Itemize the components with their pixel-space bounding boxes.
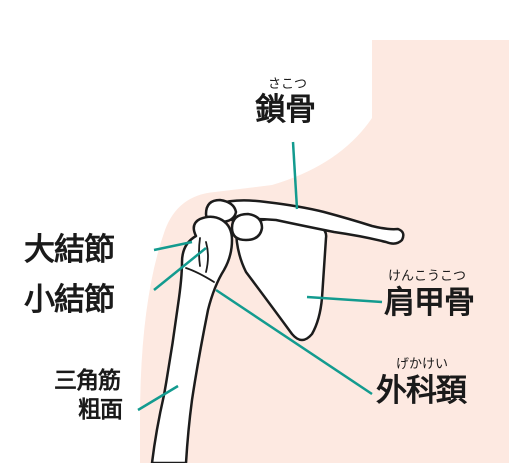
- deltoid-tuberosity-label-line1: 三角筋: [54, 368, 121, 394]
- lesser-tubercle-leader: [153, 247, 207, 291]
- greater-tubercle-leader: [153, 240, 193, 252]
- lesser-tubercle-label: 小結節: [24, 282, 115, 318]
- deltoid-tuberosity-label-line2: 粗面: [78, 397, 123, 423]
- clavicle-ruby: さこつ: [268, 77, 308, 92]
- humerus-head-detail: [198, 237, 209, 273]
- clavicle-leader: [291, 141, 299, 210]
- humerus-neck-line: [185, 267, 215, 283]
- scapula-label: 肩甲骨: [384, 285, 475, 321]
- clavicle-label: 鎖骨: [255, 92, 316, 128]
- surgical-neck-label: 外科頚: [376, 373, 467, 409]
- greater-tubercle-label: 大結節: [24, 232, 115, 268]
- deltoid-tuberosity-leader: [137, 384, 179, 412]
- clavicle-bone: [216, 199, 405, 245]
- scapula-leader: [306, 295, 383, 304]
- surgical-neck-leader: [215, 288, 373, 396]
- humerus-bone: [150, 215, 234, 463]
- scapula-ruby: けんこうこつ: [388, 269, 467, 284]
- coracoid-process: [230, 212, 264, 242]
- surgical-neck-ruby: げかけい: [396, 357, 449, 372]
